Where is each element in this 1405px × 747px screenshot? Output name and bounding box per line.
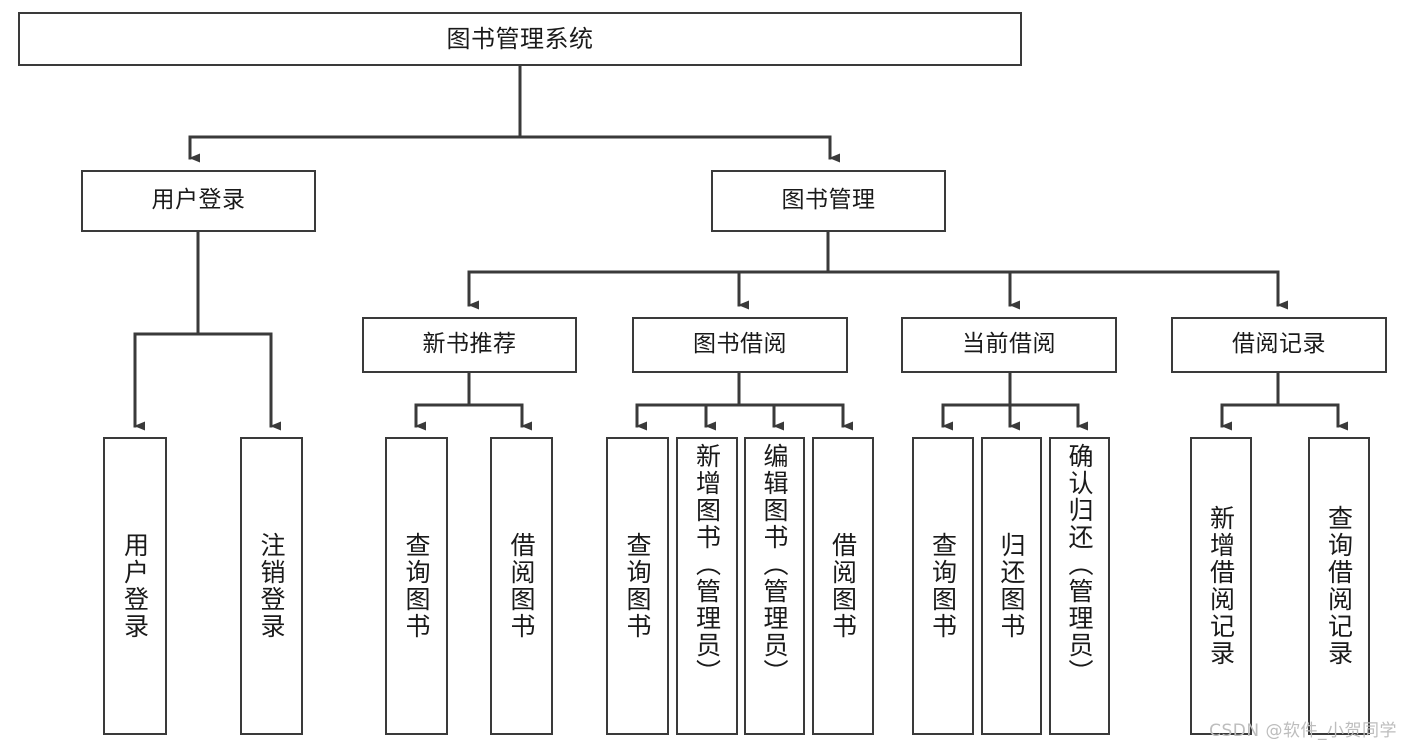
- node-leaf-query-record[interactable]: 查询借阅记录: [1308, 437, 1370, 735]
- node-leaf-confirm-return[interactable]: 确认归还（管理员）: [1049, 437, 1110, 735]
- node-label: 新增图书（管理员）: [692, 443, 722, 686]
- node-leaf-query-book-1[interactable]: 查询图书: [385, 437, 448, 735]
- node-label: 图书借阅: [693, 331, 787, 358]
- node-leaf-edit-book[interactable]: 编辑图书（管理员）: [744, 437, 805, 735]
- node-label: 图书管理: [781, 187, 876, 214]
- node-label: 查询图书: [928, 532, 958, 640]
- node-book-borrow[interactable]: 图书借阅: [632, 317, 848, 373]
- csdn-watermark: CSDN @软件_小贺同学: [1209, 721, 1397, 741]
- node-label: 当前借阅: [962, 331, 1056, 358]
- node-label: 归还图书: [997, 532, 1026, 640]
- node-label: 借阅图书: [828, 532, 858, 640]
- node-leaf-query-book-2[interactable]: 查询图书: [606, 437, 669, 735]
- node-label: 新书推荐: [422, 331, 517, 358]
- node-leaf-query-book-3[interactable]: 查询图书: [912, 437, 974, 735]
- node-leaf-borrow-book-2[interactable]: 借阅图书: [812, 437, 874, 735]
- node-label: 查询图书: [402, 532, 431, 640]
- node-label: 新增借阅记录: [1206, 505, 1236, 667]
- node-leaf-borrow-book-1[interactable]: 借阅图书: [490, 437, 553, 735]
- node-current-borrow[interactable]: 当前借阅: [901, 317, 1117, 373]
- node-new-book-recommend[interactable]: 新书推荐: [362, 317, 577, 373]
- node-label: 借阅记录: [1232, 331, 1326, 358]
- node-book-manage[interactable]: 图书管理: [711, 170, 946, 232]
- node-label: 确认归还（管理员）: [1065, 443, 1094, 686]
- node-user-login[interactable]: 用户登录: [81, 170, 316, 232]
- node-label: 用户登录: [151, 187, 246, 214]
- node-leaf-add-record[interactable]: 新增借阅记录: [1190, 437, 1252, 735]
- node-label: 查询图书: [623, 532, 652, 640]
- node-leaf-add-book[interactable]: 新增图书（管理员）: [676, 437, 738, 735]
- node-label: 借阅图书: [507, 532, 536, 640]
- node-leaf-return-book[interactable]: 归还图书: [981, 437, 1042, 735]
- node-label: 图书管理系统: [446, 24, 594, 53]
- node-label: 编辑图书（管理员）: [760, 443, 789, 686]
- node-leaf-user-login[interactable]: 用户登录: [103, 437, 167, 735]
- node-root-system[interactable]: 图书管理系统: [18, 12, 1022, 66]
- node-borrow-record[interactable]: 借阅记录: [1171, 317, 1387, 373]
- node-label: 查询借阅记录: [1324, 505, 1354, 667]
- node-label: 注销登录: [257, 532, 286, 640]
- node-label: 用户登录: [120, 532, 150, 640]
- node-leaf-logout[interactable]: 注销登录: [240, 437, 303, 735]
